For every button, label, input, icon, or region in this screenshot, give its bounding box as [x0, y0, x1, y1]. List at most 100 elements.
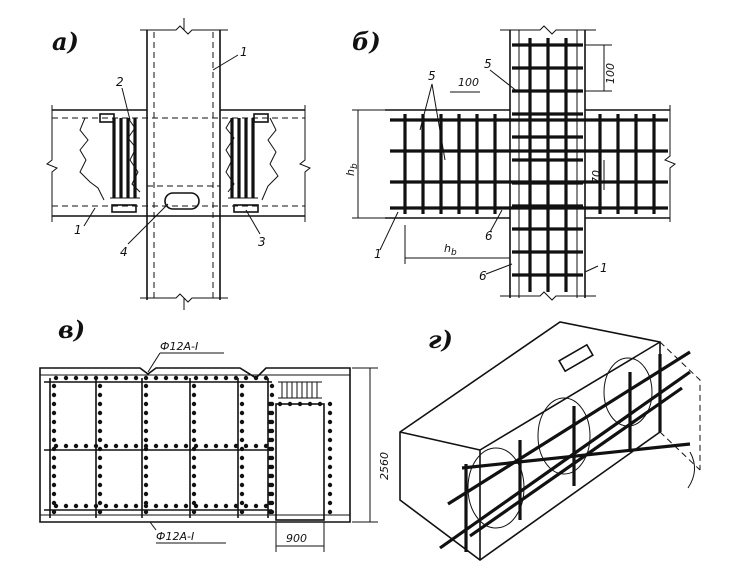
rebar-dot [239, 509, 245, 515]
rebar-dot [63, 503, 69, 509]
rebar-dot [267, 410, 273, 416]
rebar-dot [267, 509, 273, 515]
rebar-dot [239, 419, 245, 425]
rebar-dot [51, 473, 57, 479]
rebar-dot [243, 375, 249, 381]
rebar-dot [53, 443, 59, 449]
panel-label-v: в) [58, 315, 85, 344]
rebar-dot [51, 509, 57, 515]
callout-a-4: 4 [120, 245, 128, 259]
rebar-dot [83, 443, 89, 449]
rebar-dot [193, 443, 199, 449]
rebar-dot [163, 503, 169, 509]
rebar-dot [143, 392, 149, 398]
door-opening [275, 403, 325, 521]
rebar-dot [53, 375, 59, 381]
rebar-dot [97, 383, 103, 389]
rebar-dot [97, 410, 103, 416]
rebar-dot [93, 375, 99, 381]
rebar-dot [253, 503, 259, 509]
rebar-dot [263, 503, 269, 509]
rebar-dot [191, 509, 197, 515]
rebar-dot [297, 401, 303, 407]
rebar-dot [327, 455, 333, 461]
rebar-dot [267, 500, 273, 506]
wall-rebar-grid [44, 375, 333, 518]
rebar-dot [327, 500, 333, 506]
rebar-dot [93, 503, 99, 509]
rebar-dot [143, 419, 149, 425]
panel-a: а) [46, 18, 311, 310]
dim-900: 900 [286, 532, 307, 545]
rebar-dot [267, 437, 273, 443]
rebar-dot [191, 383, 197, 389]
dim-70: 70 [590, 170, 603, 184]
panel-label-a: а) [52, 27, 79, 56]
rebar-dot [73, 503, 79, 509]
rebar-dot [97, 464, 103, 470]
callout-a-1-top: 1 [240, 45, 248, 59]
rebar-dot [327, 419, 333, 425]
rebar-dot [327, 509, 333, 515]
rebar-dot [191, 428, 197, 434]
rebar-dot [213, 443, 219, 449]
rebar-dot [193, 375, 199, 381]
rebar-dot [143, 455, 149, 461]
rebar-dot [239, 473, 245, 479]
rebar-dot [143, 509, 149, 515]
callout-a-2: 2 [116, 75, 124, 89]
rebar-dot [51, 491, 57, 497]
rebar-dot [173, 375, 179, 381]
column-stirrups [512, 38, 583, 292]
rebar-dot [203, 375, 209, 381]
rebar-dot [97, 392, 103, 398]
dim-hb-horizontal: hb [444, 242, 457, 258]
rebar-dot [213, 375, 219, 381]
rebar-dot [191, 491, 197, 497]
rebar-dot [143, 443, 149, 449]
callout-b-5-left: 5 [428, 69, 436, 83]
beam-a [46, 105, 311, 222]
rebar-dot [239, 401, 245, 407]
rebar-dot [73, 443, 79, 449]
rebar-dot [173, 503, 179, 509]
rebar-dot [327, 428, 333, 434]
rebar-dot [267, 491, 273, 497]
rebar-dot [97, 455, 103, 461]
rebar-dot [317, 401, 323, 407]
rebar-dot [327, 482, 333, 488]
rebar-dot [97, 401, 103, 407]
rebar-dot [143, 437, 149, 443]
rebar-dot [83, 503, 89, 509]
panel-v: в) Ф12А-I Ф12А-I [39, 315, 391, 552]
callout-a-3: 3 [258, 235, 266, 249]
rebar-dot [97, 500, 103, 506]
rebar-dot [183, 375, 189, 381]
rebar-dot [133, 443, 139, 449]
rebar-dot [63, 443, 69, 449]
rebar-dot [191, 392, 197, 398]
panel-label-b: б) [352, 27, 381, 56]
rebar-dot [97, 491, 103, 497]
rebar-dot [267, 464, 273, 470]
rebar-dot [97, 437, 103, 443]
panel-b: б) [344, 25, 676, 301]
rebar-dot [191, 473, 197, 479]
rebar-dot [143, 473, 149, 479]
rebar-dot [287, 401, 293, 407]
rebar-dot [191, 401, 197, 407]
panel-g: г) [399, 321, 701, 561]
rebar-dot [143, 503, 149, 509]
rebar-dot [267, 401, 273, 407]
rebar-dot [173, 443, 179, 449]
rebar-dot [223, 443, 229, 449]
rebar-dot [327, 446, 333, 452]
rebar-dot [97, 482, 103, 488]
rebar-dot [327, 473, 333, 479]
dim-2560: 2560 [378, 452, 391, 480]
rebar-dot [51, 419, 57, 425]
rebar-dot [143, 383, 149, 389]
rebar-dot [239, 383, 245, 389]
rebar-dot [239, 428, 245, 434]
rebar-dot [203, 503, 209, 509]
